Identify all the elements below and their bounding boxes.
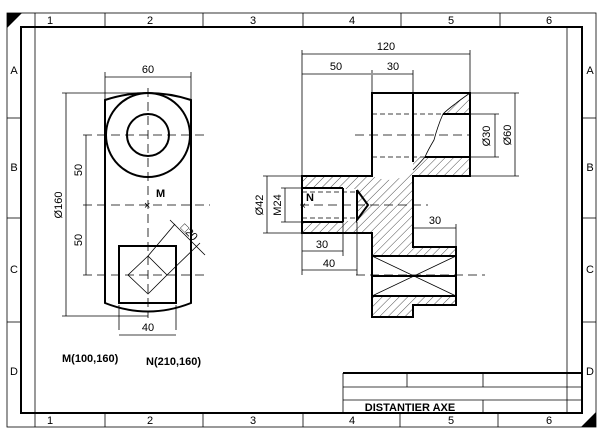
point-n-marker: × [300, 201, 306, 212]
square-hole [127, 255, 168, 295]
row-label: C [586, 264, 594, 276]
column-label: 2 [147, 15, 153, 27]
title-block: DISTANȚIER AXE [342, 372, 582, 414]
dim-width-top: 60 [142, 64, 154, 76]
dim-total-120: 120 [377, 41, 395, 53]
right-view: × N 120 50 30 Ø30 Ø60 Ø42 M [254, 41, 519, 318]
dim-spacing-2: 50 [73, 234, 85, 246]
row-label: C [10, 264, 18, 276]
row-label: D [10, 366, 18, 378]
dim-square-20: □20 [178, 222, 200, 244]
dim-outer-60: Ø60 [502, 125, 514, 146]
column-label: 6 [546, 415, 552, 427]
point-n-label: N [306, 192, 314, 204]
dim-mid-30: 30 [387, 61, 399, 73]
dim-width-bottom: 40 [142, 322, 154, 334]
drawing-frame: 1 2 3 4 5 6 1 2 3 4 5 6 A B C D A B C D [6, 12, 597, 428]
column-label: 4 [349, 15, 355, 27]
row-label: D [586, 366, 594, 378]
coordinate-n: N(210,160) [146, 356, 201, 368]
dim-step-30: 30 [429, 215, 441, 227]
column-label: 2 [147, 415, 153, 427]
corner-mark-top-left [7, 13, 22, 28]
dim-shaft-42: Ø42 [254, 195, 266, 216]
point-m-marker: × [144, 200, 150, 212]
dim-thread-depth-30: 30 [316, 239, 328, 251]
row-label: B [586, 162, 593, 174]
drawing-title: DISTANȚIER AXE [365, 402, 455, 414]
row-label: A [10, 65, 18, 77]
column-label: 3 [250, 15, 256, 27]
column-label: 1 [47, 415, 53, 427]
dim-drill-depth-40: 40 [323, 258, 335, 270]
dim-diameter-160: Ø160 [53, 192, 65, 219]
column-label: 5 [448, 415, 454, 427]
dim-left-50: 50 [330, 61, 342, 73]
column-label: 6 [546, 15, 552, 27]
row-label: A [586, 65, 594, 77]
break-line [412, 92, 471, 171]
dim-spacing-1: 50 [73, 164, 85, 176]
column-label: 3 [250, 415, 256, 427]
column-label: 5 [448, 15, 454, 27]
corner-mark-bottom-right [581, 412, 596, 427]
dim-thread-m24: M24 [272, 194, 284, 215]
square-boss [118, 245, 177, 304]
bore-cross [371, 255, 457, 297]
dim-bore-30: Ø30 [481, 126, 493, 147]
point-m-label: M [156, 188, 165, 200]
column-label: 1 [47, 15, 53, 27]
left-view: × M 60 Ø160 50 50 □20 40 [53, 64, 210, 336]
row-label: B [10, 162, 17, 174]
column-label: 4 [349, 415, 355, 427]
coordinate-m: M(100,160) [62, 353, 119, 365]
